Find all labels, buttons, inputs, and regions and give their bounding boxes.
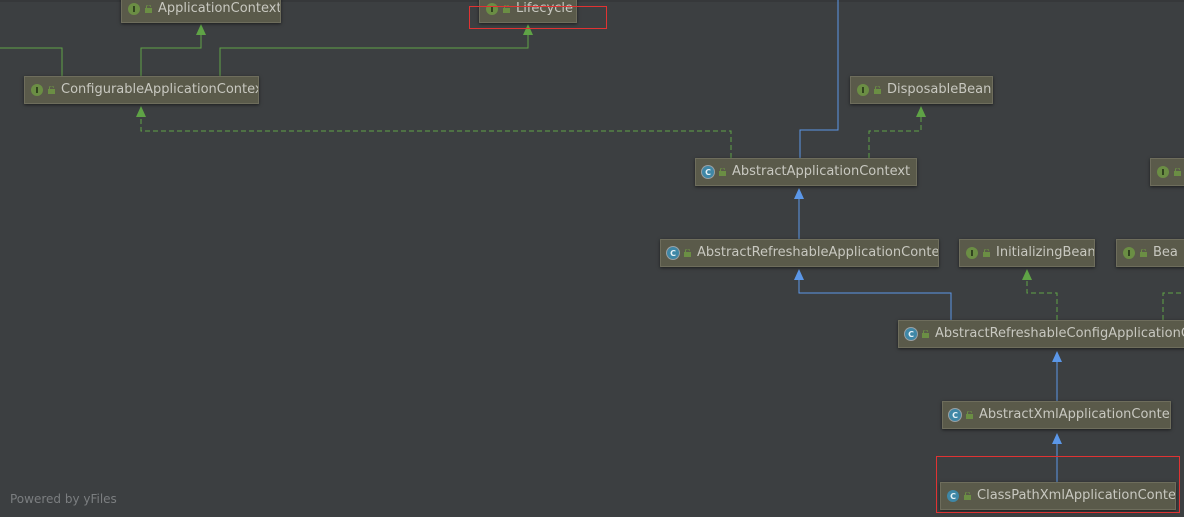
node-label: AbstractRefreshableConfigApplicationCo	[935, 326, 1184, 341]
highlight-box-lifecycle	[469, 6, 607, 29]
interface-icon: I	[1123, 247, 1135, 259]
node-label: AbstractApplicationContext	[732, 164, 911, 179]
lock-icon	[983, 249, 990, 257]
lock-icon	[719, 168, 726, 176]
edge-refreshable-config-offscreen-right	[1162, 292, 1184, 320]
interface-icon: I	[31, 84, 43, 96]
edge-abstract-app-to-configurable	[140, 116, 732, 158]
node-label: DisposableBean	[887, 82, 992, 97]
lock-icon	[874, 86, 881, 94]
arrowhead-lifecycle	[523, 24, 533, 35]
highlight-box-class-path-xml	[936, 456, 1180, 513]
node-abstract-application-context[interactable]: C AbstractApplicationContext	[695, 158, 917, 186]
node-label: InitializingBean	[996, 245, 1095, 260]
node-initializing-bean[interactable]: I InitializingBean	[959, 239, 1095, 267]
interface-icon: I	[1157, 166, 1169, 178]
lock-icon	[145, 5, 152, 13]
arrowhead-abstract-refreshable	[794, 269, 804, 280]
lock-icon	[966, 411, 973, 419]
lock-icon	[48, 86, 55, 94]
interface-icon: I	[966, 247, 978, 259]
node-abstract-refreshable-application-context[interactable]: C AbstractRefreshableApplicationContext	[660, 239, 939, 267]
node-abstract-xml-application-context[interactable]: C AbstractXmlApplicationContext	[942, 401, 1171, 429]
lock-icon	[964, 492, 971, 500]
edge-offscreen-left	[0, 47, 63, 76]
arrowhead-refreshable-config	[1052, 351, 1062, 362]
edge-refreshable-config-to-refreshable	[798, 279, 952, 320]
node-label: Bea	[1153, 245, 1178, 260]
abstract-class-icon: C	[949, 409, 961, 421]
arrowhead-initializing-bean	[1022, 269, 1032, 280]
node-class-path-xml-application-context[interactable]: C ClassPathXmlApplicationContext	[940, 482, 1176, 510]
arrowhead-configurable	[136, 106, 146, 117]
edge-offscreen-top	[799, 0, 839, 158]
arrowhead-application-context	[196, 24, 206, 35]
node-label: Lifecycle	[516, 1, 574, 16]
lock-icon	[684, 249, 691, 257]
edge-configurable-to-application-context	[140, 34, 202, 76]
edge-configurable-to-lifecycle	[219, 34, 529, 76]
node-label: AbstractRefreshableApplicationContext	[697, 245, 939, 260]
edge-abstract-app-to-disposable	[868, 116, 922, 158]
class-icon: C	[947, 490, 959, 502]
arrowhead-abstract-xml	[1052, 433, 1062, 444]
lock-icon	[922, 330, 929, 338]
yfiles-watermark: Powered by yFiles	[10, 492, 117, 506]
node-bean-name-aware[interactable]: I Bea	[1116, 239, 1184, 267]
node-configurable-application-context[interactable]: I ConfigurableApplicationContext	[24, 76, 259, 104]
lock-icon	[1174, 168, 1181, 176]
abstract-class-icon: C	[905, 328, 917, 340]
abstract-class-icon: C	[702, 166, 714, 178]
node-partial-interface-right[interactable]: I	[1150, 158, 1184, 186]
edge-refreshable-config-to-initializing	[1026, 279, 1058, 320]
interface-icon: I	[128, 3, 140, 15]
node-lifecycle[interactable]: I Lifecycle	[479, 0, 577, 23]
node-label: ClassPathXmlApplicationContext	[977, 488, 1176, 503]
lock-icon	[1140, 249, 1147, 257]
arrowhead-disposable-bean	[916, 106, 926, 117]
abstract-class-icon: C	[667, 247, 679, 259]
node-abstract-refreshable-config-application-context[interactable]: C AbstractRefreshableConfigApplicationCo	[898, 320, 1184, 348]
interface-icon: I	[857, 84, 869, 96]
node-label: ApplicationContext	[158, 1, 281, 16]
arrowhead-abstract-application-context	[794, 188, 804, 199]
node-label: AbstractXmlApplicationContext	[979, 407, 1171, 422]
node-application-context[interactable]: I ApplicationContext	[121, 0, 281, 23]
node-label: ConfigurableApplicationContext	[61, 82, 259, 97]
node-disposable-bean[interactable]: I DisposableBean	[850, 76, 993, 104]
